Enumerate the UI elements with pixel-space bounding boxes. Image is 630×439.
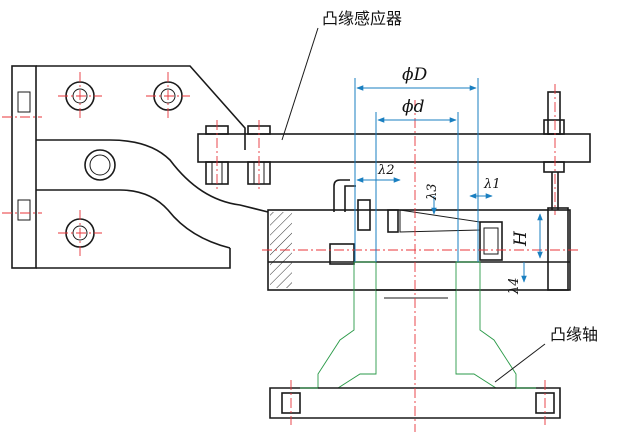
plate-centerlines [2,116,42,214]
label-H: H [511,230,531,247]
label-phi-d: ϕd [402,97,425,117]
label-lambda3: λ3 [425,183,440,201]
sensor-bracket [11,65,269,269]
bracket-bolt-top-left-icon [58,72,102,120]
bracket-bolt-middle-icon [84,149,116,181]
label-flange-shaft: 凸缘轴 [550,325,598,344]
label-lambda1: λ1 [483,177,501,192]
sensor-arm [197,84,591,215]
bracket-bolt-top-right-icon [146,72,190,120]
flange-shaft [269,261,561,425]
main-centerlines [262,100,578,432]
bracket-bolt-bottom-icon [58,210,102,256]
label-lambda4: λ4 [507,277,522,295]
label-phi-D: ϕD [402,65,428,85]
sensor-leader-line [281,27,319,141]
label-flange-sensor: 凸缘感应器 [322,9,402,28]
dimension-phi-d [375,112,459,262]
dimension-phi-D [354,78,479,262]
label-lambda2: λ2 [377,163,395,178]
shaft-leader-line [494,343,546,383]
